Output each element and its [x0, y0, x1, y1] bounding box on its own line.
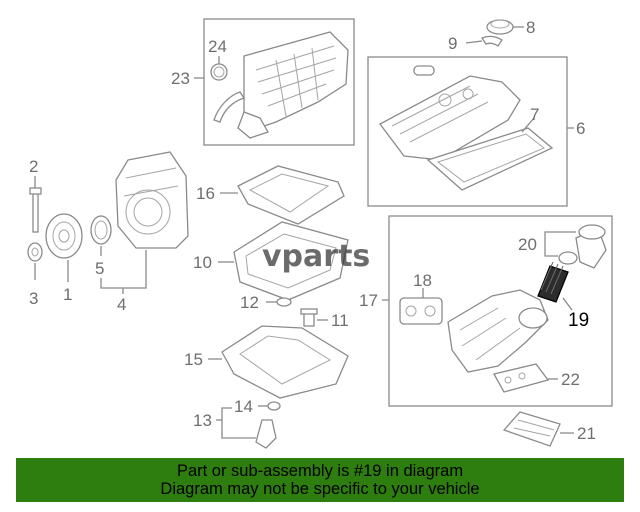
parts-diagram: 1 2 3 4 5 6 7 8 9 10 11 12 13 14 15 16 1…	[27, 18, 613, 449]
callout-1: 1	[63, 285, 72, 304]
callout-4: 4	[117, 295, 126, 314]
seal-ring-5	[90, 215, 112, 245]
callout-21: 21	[577, 424, 596, 443]
group-box-intake-manifold	[203, 18, 355, 146]
callout-6: 6	[576, 119, 585, 138]
crank-pulley-1	[45, 213, 83, 259]
callout-20: 20	[518, 235, 537, 254]
filter-cap-20	[558, 224, 607, 269]
drain-washer-12	[276, 297, 292, 307]
housing-seal-22	[493, 363, 550, 393]
intake-manifold-part	[213, 31, 349, 139]
callout-19: 19	[568, 310, 589, 331]
callout-18: 18	[413, 271, 432, 290]
group-box-valve-cover	[367, 56, 568, 207]
oil-filter-element-19	[537, 261, 569, 303]
callout-17: 17	[359, 291, 378, 310]
callout-11: 11	[331, 311, 349, 330]
oil-level-sensor-13	[255, 419, 277, 449]
drain-plug-11	[300, 308, 318, 327]
seal-ring-24	[210, 63, 228, 81]
callout-13: 13	[193, 411, 212, 430]
sensor-seal-14	[267, 401, 281, 411]
oil-cooler-21	[502, 411, 561, 447]
callout-5: 5	[95, 259, 104, 278]
callout-14: 14	[234, 397, 253, 416]
valve-cover-gasket-7	[426, 127, 554, 191]
callout-22: 22	[561, 370, 580, 389]
oil-pan-upper-16	[237, 165, 345, 225]
lower-oil-pan-15	[221, 325, 349, 399]
banner-line-2: Diagram may not be specific to your vehi…	[160, 480, 480, 498]
washer-3	[27, 242, 43, 262]
callout-8: 8	[526, 18, 535, 37]
watermark-text: vparts	[262, 239, 370, 274]
oil-pan-10	[233, 221, 349, 301]
callout-12: 12	[240, 293, 259, 312]
timing-cover-part	[115, 151, 189, 249]
watermark-logo: vparts	[262, 239, 370, 274]
group-box-oil-filter-housing	[388, 215, 613, 407]
callout-7: 7	[530, 105, 539, 124]
oil-filter-housing-part	[447, 289, 549, 373]
callout-24: 24	[208, 37, 227, 56]
callout-3: 3	[29, 289, 38, 308]
info-banner: Part or sub-assembly is #19 in diagram D…	[16, 458, 624, 502]
callout-23: 23	[171, 69, 190, 88]
oil-filler-cap-8	[486, 19, 514, 35]
valve-cover-part	[379, 65, 521, 161]
callout-2: 2	[29, 157, 38, 176]
housing-gasket-18	[399, 297, 443, 325]
cap-seal-9	[481, 35, 503, 47]
bolt-2	[29, 187, 42, 233]
callout-10: 10	[193, 253, 212, 272]
callout-16: 16	[196, 184, 215, 203]
banner-line-1: Part or sub-assembly is #19 in diagram	[176, 462, 464, 480]
callout-15: 15	[184, 350, 203, 369]
callout-9: 9	[448, 34, 457, 53]
